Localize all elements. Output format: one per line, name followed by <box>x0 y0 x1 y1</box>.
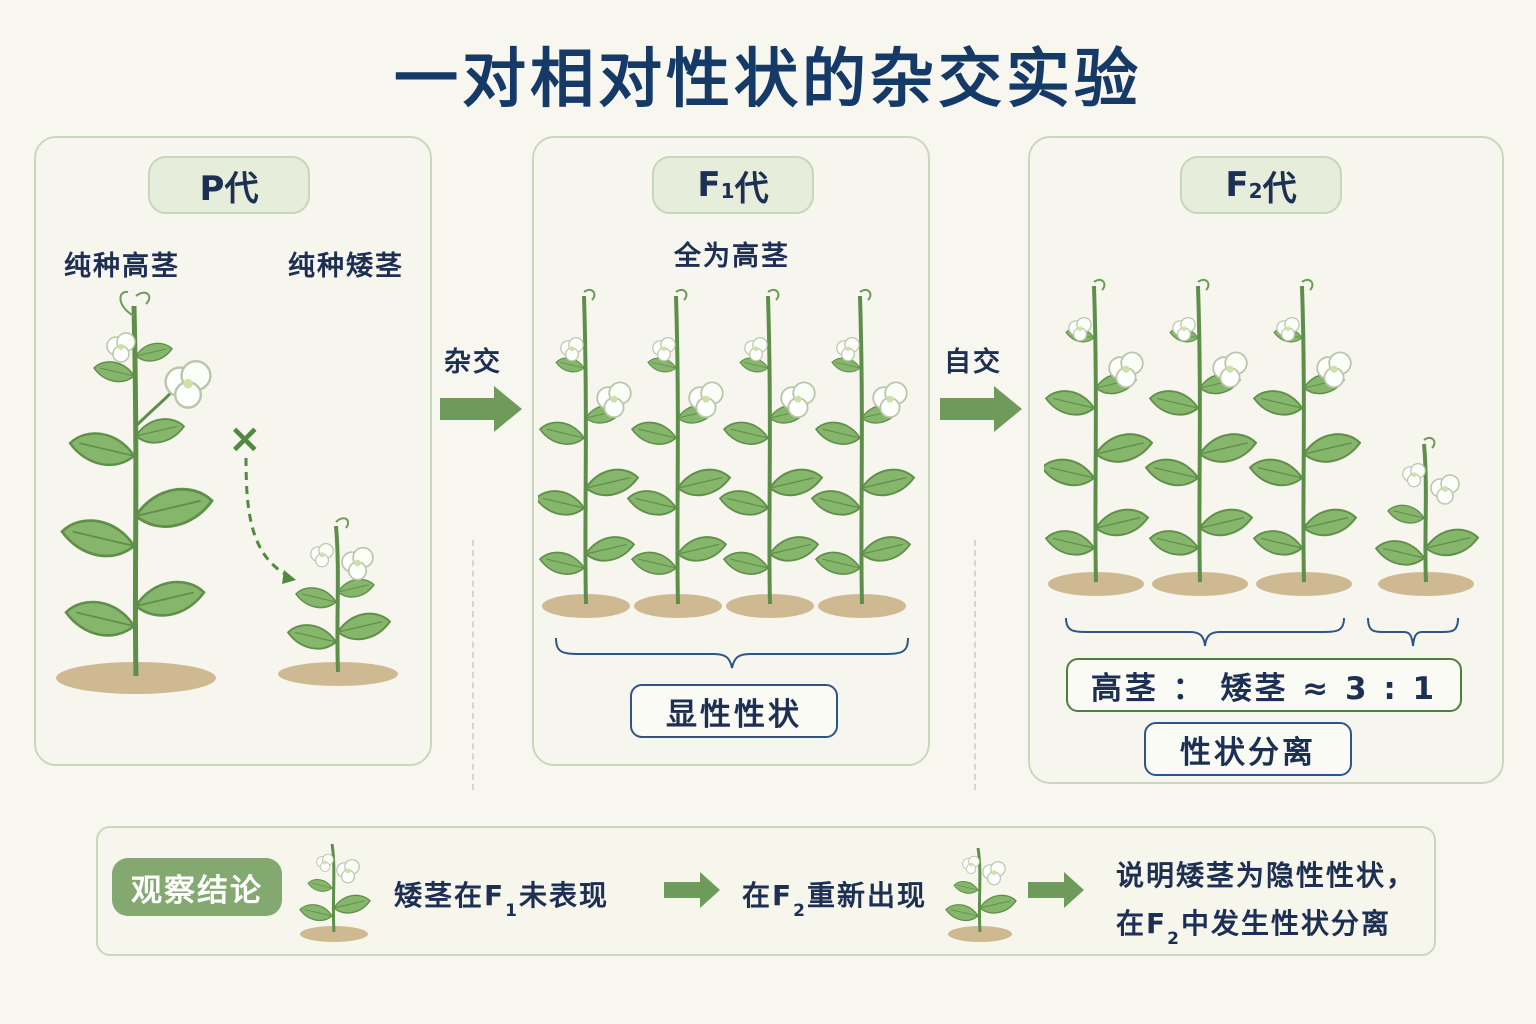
badge-f1-base: F <box>697 165 721 205</box>
trait-segregation-box: 性状分离 <box>1144 722 1352 776</box>
arrow-label-cross: 杂交 <box>444 347 502 378</box>
conclusion-arrow-1 <box>664 872 720 908</box>
conclusion-dwarf-plant-2 <box>945 847 1017 942</box>
conclusion-step-1-pre: 矮茎在F <box>394 879 506 912</box>
cross-dashed-arrow <box>244 458 296 584</box>
arrow-self <box>940 386 1022 432</box>
badge-f1-suffix: 代 <box>734 168 769 209</box>
dwarf-plant-illustration <box>278 517 398 686</box>
ratio-box: 高茎 ： 矮茎 ≈ 3 : 1 <box>1066 658 1462 712</box>
conclusion-line-2-sub: 2 <box>1167 928 1181 949</box>
f1-brace <box>555 637 909 669</box>
badge-p-generation: P代 <box>148 156 310 214</box>
dominant-trait-box: 显性性状 <box>630 684 838 738</box>
label-all-tall: 全为高茎 <box>674 241 790 272</box>
badge-f2-suffix: 代 <box>1262 168 1297 209</box>
tall-plant-illustration <box>56 290 216 694</box>
f1-plants-illustration <box>538 288 924 628</box>
conclusion-arrow-2 <box>1028 872 1084 908</box>
arrow-cross <box>440 386 522 432</box>
panel-p-generation: P代 纯种高茎 纯种矮茎 × <box>34 136 432 766</box>
conclusion-step-2: 在F2重新出现 <box>742 874 927 921</box>
conclusion-step-2-sub: 2 <box>793 900 807 921</box>
conclusion-line-2: 在F2中发生性状分离 <box>1116 902 1391 949</box>
conclusion-dwarf-plant-1 <box>299 843 371 942</box>
badge-f2-sub: 2 <box>1248 179 1263 203</box>
conclusion-step-2-pre: 在F <box>742 879 794 912</box>
label-pure-dwarf: 纯种矮茎 <box>288 251 404 282</box>
conclusion-line-2-pre: 在F <box>1116 907 1168 940</box>
arrow-label-self: 自交 <box>944 347 1002 378</box>
f2-brace-dwarf <box>1367 617 1459 647</box>
conclusion-badge: 观察结论 <box>112 858 282 916</box>
divider-2 <box>974 540 976 790</box>
divider-1 <box>472 540 474 790</box>
conclusion-step-1-sub: 1 <box>505 900 519 921</box>
conclusion-line-2-post: 中发生性状分离 <box>1180 907 1391 940</box>
f2-brace-tall <box>1065 617 1345 647</box>
conclusion-line-1: 说明矮茎为隐性性状， <box>1116 859 1417 892</box>
cross-symbol: × <box>228 416 262 462</box>
page-title: 一对相对性状的杂交实验 <box>394 43 1142 117</box>
conclusion-panel: 观察结论 矮茎在F1未表现 在F2重新出现 说明矮茎为隐性性状， 在F2中发生性… <box>96 826 1436 956</box>
badge-f2-base: F <box>1225 165 1249 205</box>
conclusion-step-1: 矮茎在F1未表现 <box>394 874 609 921</box>
conclusion-step-2-post: 重新出现 <box>806 879 927 912</box>
conclusion-step-1-post: 未表现 <box>518 879 609 912</box>
badge-f1-sub: 1 <box>720 179 735 203</box>
label-pure-tall: 纯种高茎 <box>64 251 180 282</box>
f2-plants-illustration <box>1044 278 1479 608</box>
